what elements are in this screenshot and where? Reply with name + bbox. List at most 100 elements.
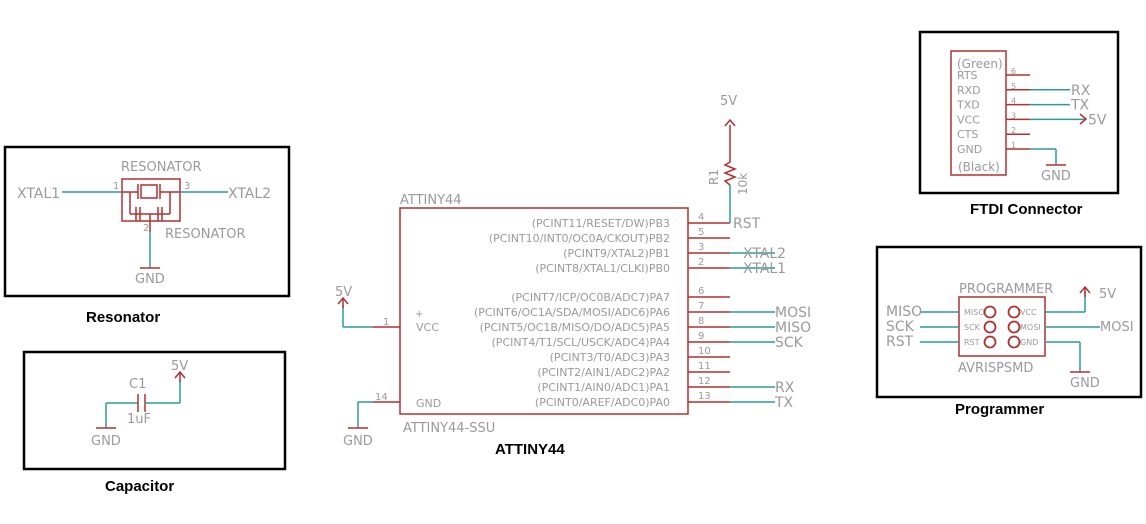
resonator-block: RESONATOR RESONATOR 1 3 2 XTAL1 XTAL2 GN…: [3, 145, 291, 298]
attiny-net-label: SCK: [775, 335, 804, 351]
capacitor-frame: [22, 350, 287, 471]
ftdi-pin-number: 3: [1011, 111, 1016, 120]
programmer-name: PROGRAMMER: [959, 282, 1053, 297]
programmer-net-mosi: MOSI: [1100, 320, 1134, 335]
resonator-name-bottom: RESONATOR: [165, 227, 246, 242]
attiny-body: [399, 207, 689, 415]
programmer-caption: Programmer: [955, 401, 1044, 418]
capacitor-gnd-label: GND: [91, 434, 121, 449]
attiny-pin-list: (PCINT11/RESET/DW)PB3 4 RST (PCINT10/INT0/O…: [474, 212, 811, 411]
attiny-pin-label: (PCINT7/ICP/OC0B/ADC7)PA7: [511, 291, 670, 304]
resistor-r1-icon: [722, 158, 738, 186]
attiny-pin-number: 13: [698, 391, 711, 402]
resonator-name-top: RESONATOR: [121, 160, 202, 175]
programmer-gnd-label: GND: [1070, 376, 1100, 391]
attiny-net-label: XTAL2: [743, 246, 786, 262]
attiny-pin-label: (PCINT10/INT0/OC0A/CKOUT)PB2: [489, 232, 670, 245]
attiny-net-label: RST: [733, 216, 761, 232]
attiny-package: ATTINY44-SSU: [403, 421, 495, 436]
programmer-pad-icon: [1007, 335, 1021, 349]
programmer-right-pin-label: GND: [1020, 338, 1038, 347]
resonator-net-xtal1: XTAL1: [17, 186, 60, 202]
programmer-net-label: MISO: [886, 304, 922, 320]
resonator-pin2: 2: [143, 223, 149, 234]
programmer-left-pin-label: SCK: [964, 323, 981, 332]
ftdi-pin-label: TXD: [956, 99, 980, 112]
attiny-pin-label: (PCINT4/T1/SCL/USCK/ADC4)PA4: [492, 336, 670, 349]
attiny-supply: 5V: [335, 285, 352, 300]
attiny-pin-number: 7: [698, 301, 704, 312]
programmer-net-label: RST: [886, 334, 914, 350]
ftdi-bottom-label: (Black): [958, 160, 1000, 174]
programmer-right-pin-label: MOSI: [1020, 323, 1041, 332]
programmer-left-pin-label: RST: [964, 338, 980, 347]
programmer-pad-icon: [1007, 305, 1021, 319]
attiny-pin-label: (PCINT6/OC1A/SDA/MOSI/ADC6)PA6: [474, 306, 670, 319]
programmer-left-pin-label: MISO: [964, 308, 985, 317]
attiny-net-label: TX: [774, 395, 794, 411]
attiny-pin-number: 10: [698, 346, 711, 357]
resonator-net-xtal2: XTAL2: [228, 186, 271, 202]
ftdi-top-label: (Green): [957, 57, 1003, 71]
resistor-value: 10k: [736, 173, 750, 195]
attiny-gnd-net: GND: [343, 434, 373, 449]
attiny-net-label: RX: [775, 380, 795, 396]
attiny-net-label: MOSI: [775, 305, 811, 321]
capacitor-supply: 5V: [171, 359, 188, 374]
attiny-pin-label: (PCINT3/T0/ADC3)PA3: [550, 351, 670, 364]
attiny-pin-number: 3: [698, 242, 704, 253]
ftdi-caption: FTDI Connector: [970, 201, 1083, 218]
attiny-block: ATTINY44 ATTINY44-SSU + VCC GND 1 5V 14 …: [335, 94, 811, 449]
attiny-pin-number: 12: [698, 376, 711, 387]
ftdi-pin-number: 4: [1011, 97, 1016, 106]
programmer-net-label: SCK: [886, 319, 915, 335]
resistor-supply-icon: [724, 118, 736, 127]
programmer-pad-icon: [983, 305, 997, 319]
ftdi-pin-label: VCC: [957, 113, 980, 126]
ftdi-net-label: TX: [1070, 98, 1090, 114]
ftdi-gnd-label: GND: [1041, 169, 1071, 184]
attiny-net-label: XTAL1: [743, 261, 786, 277]
attiny-pin-label: (PCINT1/AIN0/ADC1)PA1: [537, 381, 670, 394]
attiny-net-label: MISO: [775, 320, 811, 336]
attiny-pin-label: (PCINT2/AIN1/ADC2)PA2: [537, 366, 670, 379]
ftdi-pin-label: CTS: [957, 128, 978, 141]
resonator-frame: [3, 145, 291, 298]
capacitor-block: C1 1uF 5V GND: [22, 350, 287, 471]
attiny-pin-number: 9: [698, 331, 704, 342]
programmer-frame: [875, 245, 1143, 399]
attiny-pin-label: (PCINT0/AREF/ADC0)PA0: [535, 396, 670, 409]
attiny-pin1-dot: +: [415, 309, 423, 320]
capacitor-name: C1: [129, 377, 146, 392]
programmer-pad-icon: [983, 320, 997, 334]
programmer-pad-icon: [983, 335, 997, 349]
ftdi-net-label: RX: [1071, 83, 1091, 99]
resonator-caption: Resonator: [86, 309, 160, 326]
resonator-gnd-label: GND: [135, 272, 165, 287]
capacitor-caption: Capacitor: [105, 478, 174, 495]
programmer-right-pin-label: VCC: [1020, 308, 1037, 317]
programmer-supply: 5V: [1099, 287, 1116, 302]
attiny-pin-label: (PCINT5/OC1B/MISO/DO/ADC5)PA5: [480, 321, 670, 334]
attiny-pin-number: 11: [698, 361, 711, 372]
attiny-pin-label: (PCINT11/RESET/DW)PB3: [532, 217, 670, 230]
ftdi-body: [950, 50, 1007, 176]
attiny-pin-number: 6: [698, 286, 704, 297]
attiny-pin-number: 4: [698, 212, 704, 223]
resonator-body: [121, 178, 181, 222]
attiny-name: ATTINY44: [400, 193, 462, 208]
ftdi-pin-number: 1: [1011, 141, 1016, 150]
ftdi-pin-number: 5: [1011, 82, 1016, 91]
attiny-pin-number: 8: [698, 316, 704, 327]
attiny-vcc-label: VCC: [416, 321, 439, 334]
attiny-vcc-pin: 1: [383, 317, 389, 328]
ftdi-net-label: 5V: [1088, 112, 1107, 128]
ftdi-pin-label: RTS: [957, 69, 978, 82]
resistor-name: R1: [707, 169, 721, 185]
capacitor-value: 1uF: [127, 412, 151, 427]
attiny-gnd-label: GND: [416, 397, 441, 410]
